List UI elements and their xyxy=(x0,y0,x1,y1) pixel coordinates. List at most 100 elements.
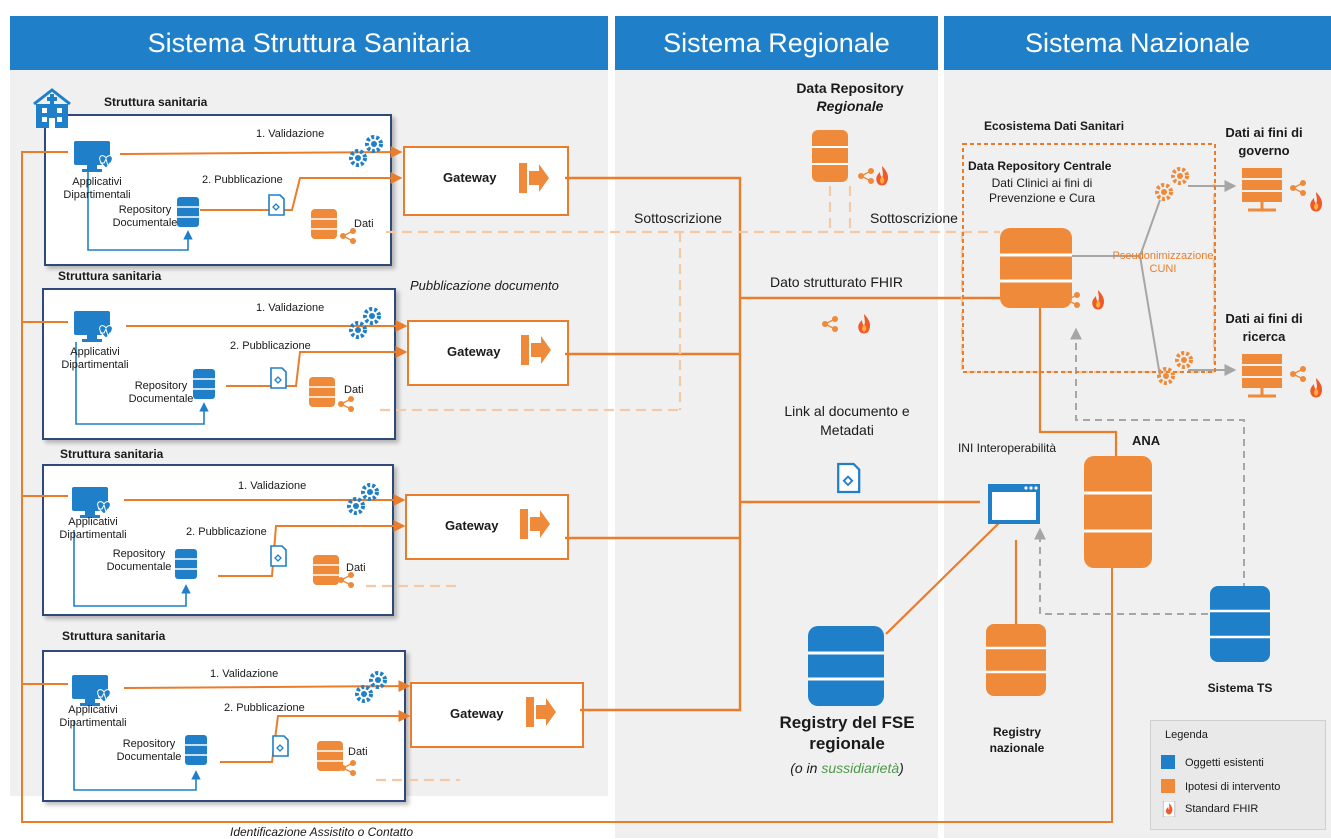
gear-icon xyxy=(365,135,383,153)
document-icon xyxy=(270,545,287,567)
fhir-flame-icon xyxy=(876,166,889,186)
pseudonymization-flows xyxy=(1070,180,1237,377)
dati-label: Dati xyxy=(344,384,364,396)
database-icon xyxy=(316,740,344,772)
gateway-label: Gateway xyxy=(450,706,504,721)
validazione-label: 1. Validazione xyxy=(256,128,325,140)
dati-label: Dati xyxy=(346,562,366,574)
gateway-label: Gateway xyxy=(447,344,501,359)
database-icon xyxy=(174,548,198,580)
gateway-label: Gateway xyxy=(443,170,497,185)
data-repository-regionale-title: Data Repository xyxy=(796,80,904,96)
column-header-regionale: Sistema Regionale xyxy=(615,16,938,70)
dati-governo-label: Dati ai fini di governo xyxy=(1225,125,1303,158)
document-icon xyxy=(268,194,285,216)
facility-title-1: Struttura sanitaria xyxy=(104,95,208,109)
dati-ricerca-label: Dati ai fini di ricerca xyxy=(1225,311,1303,344)
ini-window-icon xyxy=(988,484,1040,524)
database-icon xyxy=(192,368,216,400)
data-repository-centrale-icon xyxy=(1000,228,1072,308)
data-repository-regionale-subtitle: Regionale xyxy=(816,98,884,114)
data-repository-centrale-desc: Dati Clinici ai fini di Prevenzione e Cu… xyxy=(988,176,1096,205)
legend-swatch-existing xyxy=(1161,755,1175,769)
share-icon xyxy=(821,315,839,333)
repository-label: Repository Documentale xyxy=(116,738,182,763)
legend-swatch-intervention xyxy=(1161,779,1175,793)
sussidiarieta-label: (o in sussidiarietà) xyxy=(762,760,932,776)
monitor-heart-icon xyxy=(73,140,115,173)
gear-icon xyxy=(361,483,379,501)
gear-icon xyxy=(355,685,373,703)
dati-label: Dati xyxy=(354,218,374,230)
sussidiarieta-prefix: (o in xyxy=(790,760,822,776)
gateway-trunk xyxy=(565,176,1000,712)
fhir-flame-icon xyxy=(1310,378,1323,398)
share-icon xyxy=(857,167,875,185)
sistema-ts-label: Sistema TS xyxy=(1207,681,1273,695)
gear-icon xyxy=(1155,183,1173,201)
gateway-icon xyxy=(521,335,551,365)
pubblicazione-label: 2. Pubblicazione xyxy=(230,340,311,352)
monitor-heart-icon xyxy=(71,486,113,519)
pubblicazione-label: 2. Pubblicazione xyxy=(202,174,283,186)
pubblicazione-label: 2. Pubblicazione xyxy=(186,526,267,538)
ecosystem-box xyxy=(962,143,1216,373)
gateway-icon xyxy=(526,697,556,727)
column-header-nazionale: Sistema Nazionale xyxy=(944,16,1331,70)
validazione-label: 1. Validazione xyxy=(210,668,279,680)
pseudonimizzazione-label: Pseudonimizzazione CUNI xyxy=(1112,250,1214,275)
data-repository-centrale-title: Data Repository Centrale xyxy=(968,159,1112,173)
document-icon xyxy=(270,367,287,389)
ts-dashed-flows xyxy=(1034,327,1245,615)
applicativi-label: Applicativi Dipartimentali xyxy=(63,176,131,201)
dato-strutturato-label: Dato strutturato FHIR xyxy=(770,274,904,290)
gateway-icon xyxy=(520,509,550,539)
pubblicazione-documento-label: Pubblicazione documento xyxy=(410,278,559,293)
gear-icon xyxy=(1175,351,1193,369)
hospital-icon xyxy=(33,88,71,128)
ana-database-icon xyxy=(1084,456,1152,568)
document-icon xyxy=(272,735,289,757)
pubblicazione-label: 2. Pubblicazione xyxy=(224,702,305,714)
fhir-flame-icon xyxy=(858,314,871,334)
database-icon xyxy=(176,196,200,228)
facility-box-3 xyxy=(42,464,394,616)
sistema-ts-icon xyxy=(1210,586,1270,662)
applicativi-label: Applicativi Dipartimentali xyxy=(61,346,129,371)
repository-label: Repository Documentale xyxy=(112,204,178,229)
legend-title: Legenda xyxy=(1165,729,1208,741)
share-icon xyxy=(337,395,355,413)
validazione-label: 1. Validazione xyxy=(238,480,307,492)
gateway-4: Gateway xyxy=(410,682,584,748)
monitor-heart-icon xyxy=(73,310,115,343)
ecosistema-label: Ecosistema Dati Sanitari xyxy=(984,119,1125,133)
fhir-flame-icon xyxy=(1092,290,1105,310)
share-icon xyxy=(1289,365,1307,383)
footer-label: Identificazione Assistito o Contatto xyxy=(230,825,413,839)
document-link-icon xyxy=(837,462,861,494)
dati-label: Dati xyxy=(348,746,368,758)
sussidiarieta-suffix: ) xyxy=(899,760,904,776)
ini-label: INI Interoperabilità xyxy=(957,441,1057,455)
database-icon xyxy=(312,554,340,586)
link-documento-label: Link al documento e Metadati xyxy=(784,403,910,438)
gear-icon xyxy=(347,497,365,515)
ana-label: ANA xyxy=(1132,433,1161,448)
gateway-label: Gateway xyxy=(445,518,499,533)
monitor-heart-icon xyxy=(71,674,113,707)
repository-label: Repository Documentale xyxy=(128,380,194,405)
database-icon xyxy=(184,734,208,766)
database-icon xyxy=(310,208,338,240)
share-icon xyxy=(1289,179,1307,197)
server-icon xyxy=(1240,166,1284,212)
validazione-label: 1. Validazione xyxy=(256,302,325,314)
registry-fse-label: Registry del FSE regionale xyxy=(779,713,915,753)
column-header-struttura: Sistema Struttura Sanitaria xyxy=(10,16,608,70)
sottoscrizione-label-nazionale: Sottoscrizione xyxy=(870,210,958,226)
legend-box: Legenda Oggetti esistenti Ipotesi di int… xyxy=(1150,720,1326,830)
legend-label-existing: Oggetti esistenti xyxy=(1185,757,1264,769)
gear-icon xyxy=(369,671,387,689)
facility-2-flows xyxy=(75,320,408,425)
applicativi-label: Applicativi Dipartimentali xyxy=(59,516,127,541)
